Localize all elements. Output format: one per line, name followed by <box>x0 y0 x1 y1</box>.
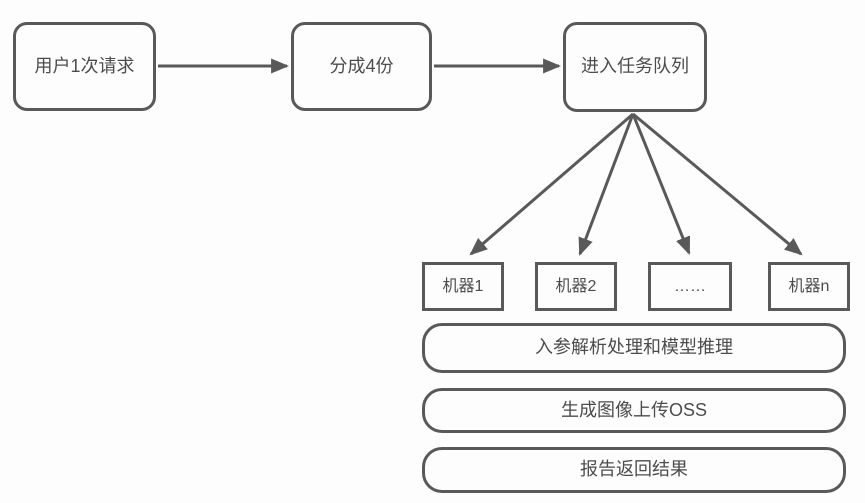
node-parse-infer-label: 入参解析处理和模型推理 <box>535 337 733 358</box>
node-machine-2: 机器2 <box>535 262 617 311</box>
arrow-queue-to-machine-n <box>632 112 803 256</box>
node-split: 分成4份 <box>291 22 432 111</box>
node-split-label: 分成4份 <box>329 55 394 76</box>
node-machine-1: 机器1 <box>422 262 504 311</box>
node-machine-n: 机器n <box>768 262 850 311</box>
node-machine-ellipsis: …… <box>648 262 732 311</box>
node-report-result: 报告返回结果 <box>422 447 846 493</box>
node-upload-oss-label: 生成图像上传OSS <box>560 399 707 420</box>
arrow-queue-to-machine2 <box>578 113 635 256</box>
node-machine-2-label: 机器2 <box>555 277 597 295</box>
node-user-request: 用户1次请求 <box>13 22 156 111</box>
node-parse-infer: 入参解析处理和模型推理 <box>422 323 846 373</box>
arrow-queue-to-machine1 <box>469 112 634 256</box>
node-task-queue: 进入任务队列 <box>563 22 707 112</box>
node-report-result-label: 报告返回结果 <box>580 459 688 480</box>
node-machine-1-label: 机器1 <box>442 277 484 295</box>
arrow-queue-to-ellipsis <box>631 113 691 255</box>
node-machine-ellipsis-label: …… <box>674 277 706 295</box>
node-user-request-label: 用户1次请求 <box>34 55 135 76</box>
node-upload-oss: 生成图像上传OSS <box>422 388 846 433</box>
node-task-queue-label: 进入任务队列 <box>581 56 689 77</box>
node-machine-n-label: 机器n <box>788 277 830 295</box>
